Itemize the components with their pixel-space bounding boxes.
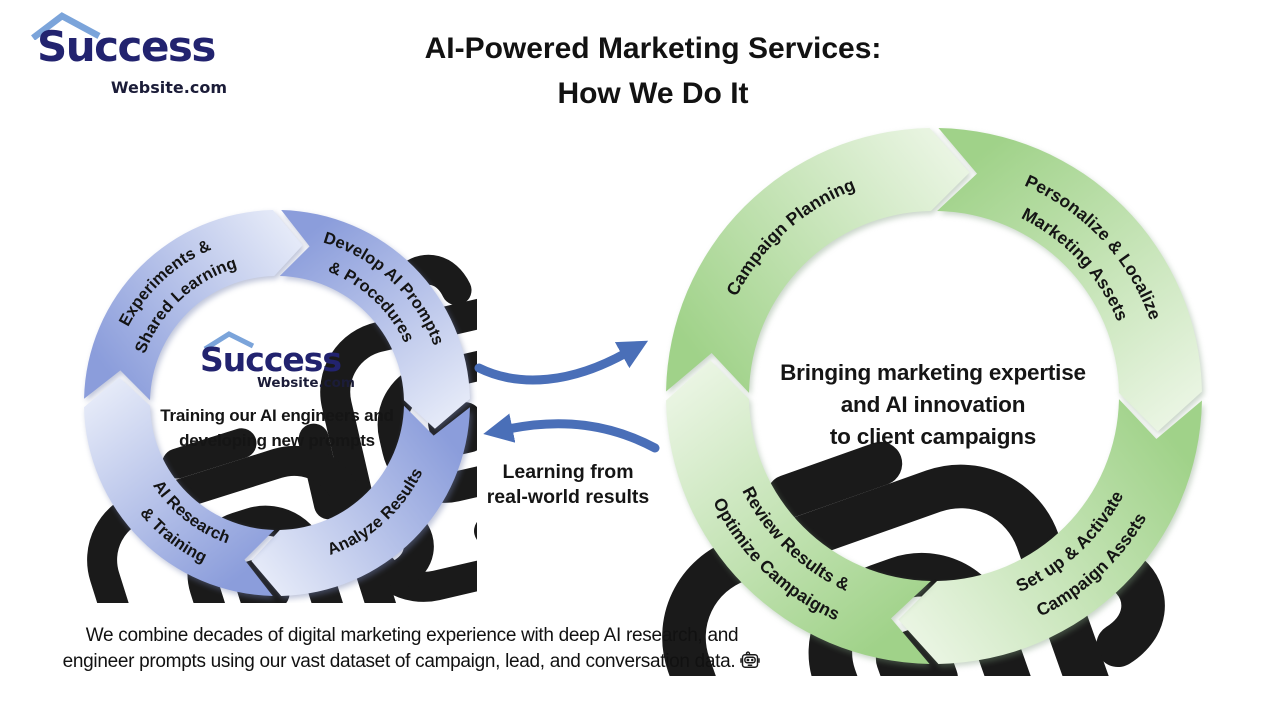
right-cycle-center: Bringing marketing expertise and AI inno… xyxy=(753,357,1113,453)
right-cycle-caption-line: and AI innovation xyxy=(840,392,1026,417)
cycle-segment-analyze-results xyxy=(251,405,470,596)
page-title-line2: How We Do It xyxy=(557,77,749,110)
footer-line2: engineer prompts using our vast dataset … xyxy=(28,649,796,675)
logo-brand-text: Success xyxy=(200,340,342,379)
logo-brand-text: Success xyxy=(37,22,216,71)
cycle-segment-personalize-localize-assets xyxy=(937,128,1202,432)
arrow-left-icon xyxy=(483,413,660,453)
page-title-line1: AI-Powered Marketing Services: xyxy=(424,32,882,65)
exchange-arrows xyxy=(474,340,660,453)
arrow-right-icon xyxy=(474,340,649,385)
cycle-segment-review-optimize-campaigns xyxy=(666,360,931,664)
logo-domain-text: Website.com xyxy=(110,78,227,97)
robot-icon xyxy=(739,649,761,671)
right-cycle-caption-line: to client campaigns xyxy=(829,424,1037,449)
cycle-segment-ai-research-training xyxy=(84,377,275,596)
cycle-segment-campaign-planning xyxy=(666,128,970,393)
header-logo: Success Website.com xyxy=(29,8,239,100)
logo-roof-icon xyxy=(203,331,255,351)
left-cycle-center: Success Website.com Training our AI engi… xyxy=(137,331,417,453)
cycle-segment-experiments-shared-learning xyxy=(84,210,303,401)
logo-domain-text: Website.com xyxy=(257,375,355,391)
cycle-segment-develop-ai-prompts xyxy=(279,210,470,429)
footer-note: We combine decades of digital marketing … xyxy=(28,623,796,674)
exchange-label: Learning from real-world results xyxy=(486,461,650,508)
cycle-segment-setup-activate-assets xyxy=(898,399,1202,664)
page-title: AI-Powered Marketing Services: How We Do… xyxy=(333,26,973,116)
logo-roof-icon xyxy=(31,12,101,40)
right-cycle-caption-line: Bringing marketing expertise xyxy=(780,360,1086,385)
center-logo: Success Website.com xyxy=(197,331,357,395)
left-cycle-caption: Training our AI engineers and developing… xyxy=(160,406,394,450)
footer-line1: We combine decades of digital marketing … xyxy=(85,625,739,646)
